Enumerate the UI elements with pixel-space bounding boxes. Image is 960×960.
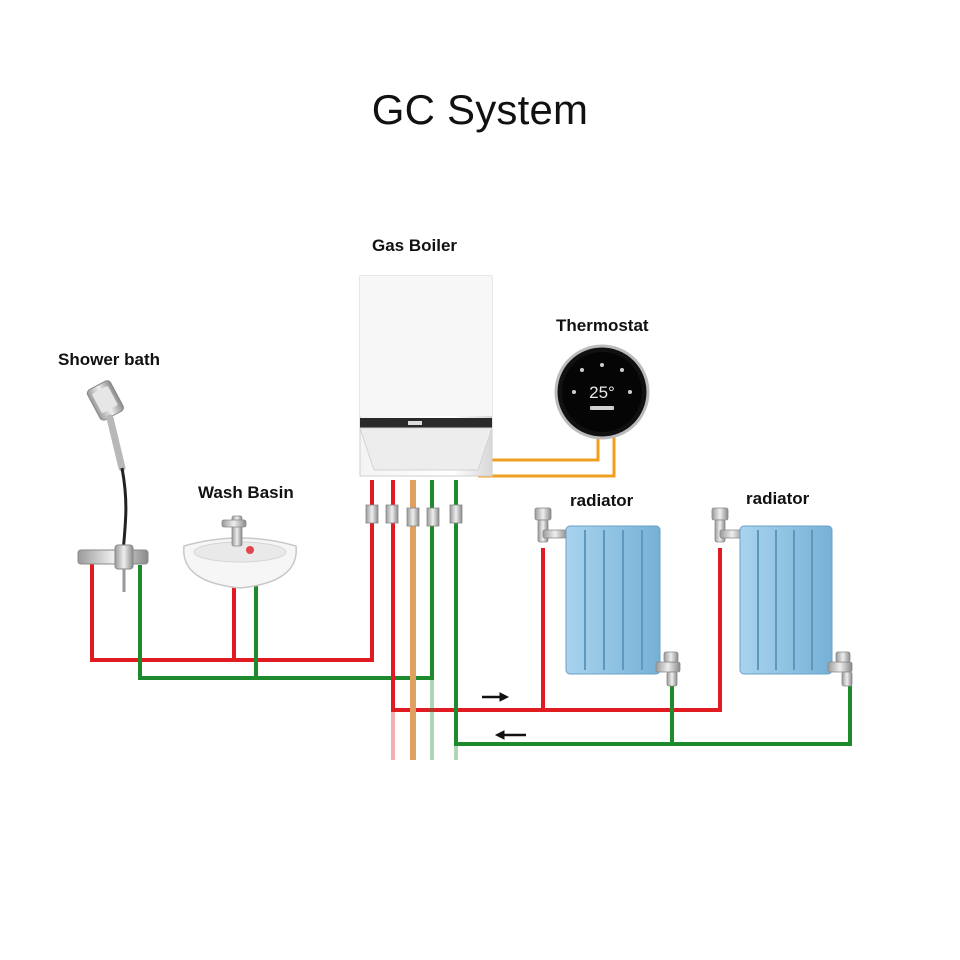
thermostat: 25° [554,344,650,440]
pipe-network [90,480,852,760]
heating-flow-pipe [391,480,722,712]
heating-return-pipe [454,480,852,746]
radiator-2-label: radiator [746,489,810,508]
boiler-display-strip [360,418,492,428]
flow-arrows [482,692,526,740]
thermostat-display: 25° [589,383,615,402]
wash-basin [183,515,297,589]
shower-bath-label: Shower bath [58,350,161,369]
radiator-1 [534,507,681,687]
diagram-title: GC System [371,86,589,133]
flow-arrow-left [494,730,526,740]
boiler-valves [365,504,463,527]
radiator-1-label: radiator [570,491,634,510]
gas-boiler-label: Gas Boiler [372,236,458,255]
thermostat-label: Thermostat [556,316,649,335]
radiator-2-valve [711,507,745,543]
radiator-2 [711,507,853,687]
radiator-1-valve [534,507,568,543]
flow-arrow-right [482,692,510,702]
cold-domestic-pipe [138,480,434,680]
gas-boiler [359,275,493,527]
shower-head-icon [86,380,124,421]
thermostat-wiring [478,432,616,478]
wash-basin-label: Wash Basin [198,483,294,502]
shower-bath [77,380,149,592]
